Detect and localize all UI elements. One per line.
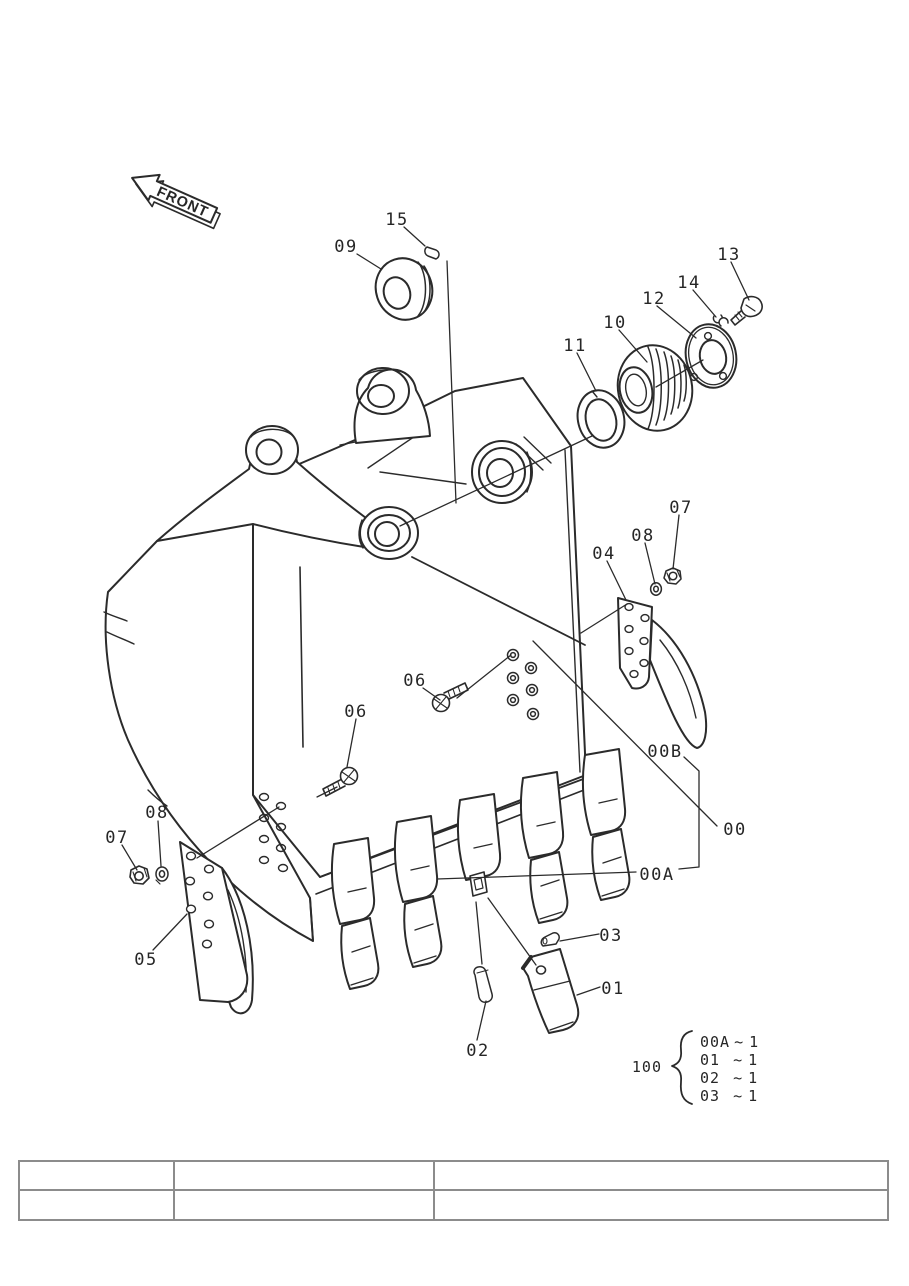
- table-row: [18, 1160, 889, 1191]
- part-07-nut-right: [663, 567, 682, 585]
- tooth-assembly-4: [520, 771, 569, 924]
- callout-03: 03: [599, 926, 622, 946]
- callout-08-left: 08: [145, 803, 168, 823]
- group-100: 100 00A~1 01~1 02~1 03~1: [632, 1030, 759, 1105]
- part-01-tooth-point: [521, 948, 580, 1034]
- table-cell: [173, 1160, 435, 1191]
- front-label: FRONT: [154, 184, 211, 221]
- part-02-pin: [473, 966, 493, 1003]
- table-cell: [173, 1189, 435, 1221]
- table-cell: [18, 1160, 175, 1191]
- part-12-flange: [684, 323, 738, 389]
- callout-15: 15: [385, 210, 408, 230]
- part-05-side-cutter-left: [179, 841, 254, 1015]
- part-08-washer-right: [649, 582, 663, 596]
- callout-12: 12: [642, 289, 665, 309]
- group-100-item: 02~1: [700, 1069, 758, 1087]
- callout-00A: 00A: [639, 865, 674, 885]
- group-100-label: 100: [632, 1058, 662, 1076]
- group-100-brace: [671, 1030, 693, 1105]
- callout-14: 14: [677, 273, 700, 293]
- callout-01: 01: [601, 979, 624, 999]
- callout-05: 05: [134, 950, 157, 970]
- part-06-bolt-lower: [322, 766, 359, 797]
- right-boss: [471, 440, 533, 504]
- tooth-assembly-2: [394, 815, 443, 968]
- callout-04: 04: [592, 544, 615, 564]
- part-09-bushing: [374, 257, 434, 321]
- group-100-item: 03~1: [700, 1087, 758, 1105]
- callout-00: 00: [723, 820, 746, 840]
- nut-cluster: [506, 648, 540, 721]
- part-15-pin: [424, 246, 440, 260]
- leader-lines: [121, 226, 750, 1041]
- part-03-pin: [540, 932, 560, 947]
- group-100-item: 01~1: [700, 1051, 758, 1069]
- table-cell: [18, 1189, 175, 1221]
- hinge-lugs: [156, 367, 533, 560]
- callout-08-right: 08: [631, 526, 654, 546]
- part-07-nut-left: [129, 865, 150, 885]
- callout-07-left: 07: [105, 828, 128, 848]
- group-100-item: 00A~1: [700, 1033, 759, 1051]
- part-10-adapter-bushing: [616, 344, 694, 432]
- part-06-bolt-upper: [431, 682, 469, 713]
- callout-07-right: 07: [669, 498, 692, 518]
- table-cell: [433, 1160, 889, 1191]
- callout-11: 11: [563, 336, 586, 356]
- part-13-bolt: [730, 295, 763, 326]
- callout-10: 10: [603, 313, 626, 333]
- part-11-ring: [576, 389, 626, 449]
- tooth-assembly-1: [331, 837, 380, 990]
- callout-09: 09: [334, 237, 357, 257]
- footer-parts-table: [18, 1160, 889, 1221]
- front-direction-arrow: FRONT: [131, 173, 221, 230]
- part-08-washer-left: [155, 866, 169, 885]
- callout-00B: 00B: [647, 742, 682, 762]
- callout-13: 13: [717, 245, 740, 265]
- center-boss: [358, 506, 419, 560]
- callout-02: 02: [466, 1041, 489, 1061]
- table-cell: [433, 1189, 889, 1221]
- tooth-assembly-5: [582, 748, 631, 901]
- tooth-adapter-3: [457, 793, 502, 897]
- callout-06-upper: 06: [403, 671, 426, 691]
- part-04-side-cutter-right: [617, 597, 708, 749]
- callout-06-lower: 06: [344, 702, 367, 722]
- table-row: [18, 1189, 889, 1221]
